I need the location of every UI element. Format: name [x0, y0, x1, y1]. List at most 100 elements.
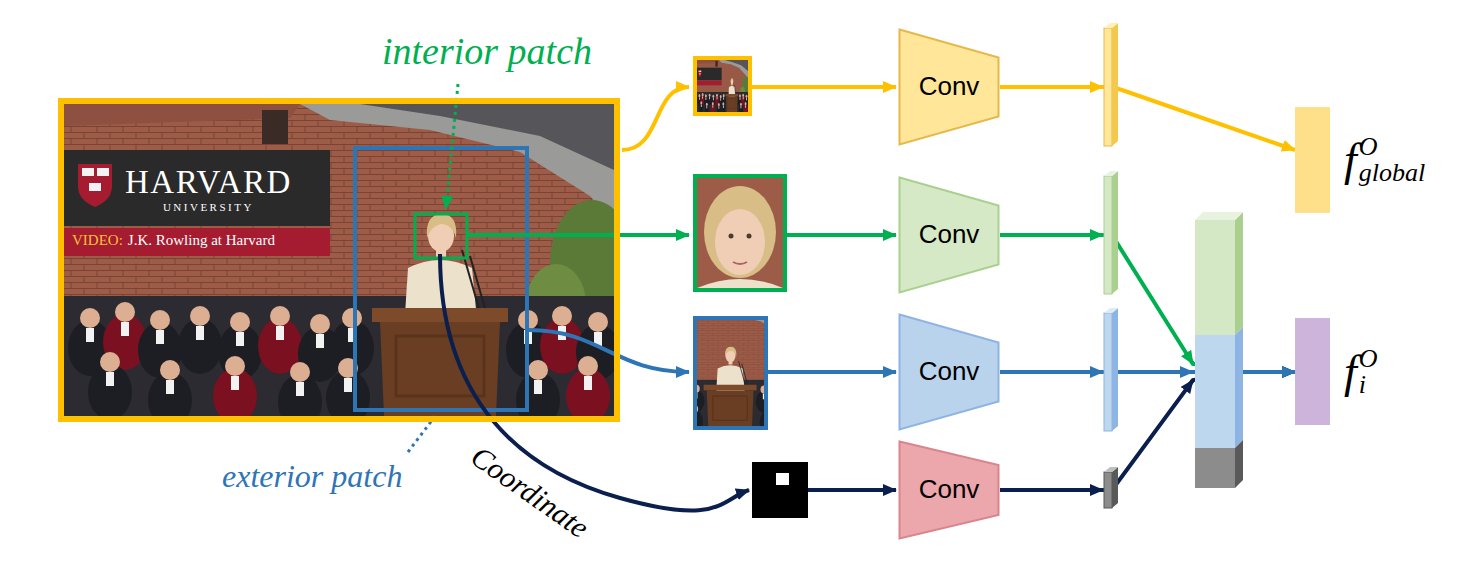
- photo-frame: HARVARDUNIVERSITY VIDEO: J.K. Rowling at H…: [58, 98, 620, 422]
- feature-vector: [1104, 176, 1112, 294]
- face: [715, 209, 765, 275]
- math-label: fOi: [1344, 346, 1378, 398]
- arrow-head: [1090, 488, 1103, 492]
- video-tag: VIDEO:: [72, 232, 123, 249]
- math-scripts: Oglobal: [1359, 134, 1425, 186]
- feature-vector: [1104, 313, 1112, 431]
- global-feature: fOglobal: [1295, 107, 1425, 213]
- exterior-thumbnail: [697, 320, 764, 426]
- feature-vector: [1104, 308, 1118, 431]
- flow-arrow: [1000, 235, 1295, 372]
- connectors: [1000, 87, 1295, 490]
- conv-block: Conv: [898, 440, 1000, 540]
- flow-arrow: [468, 233, 689, 237]
- math-subscript: i: [1359, 372, 1378, 398]
- math-symbol: f: [1344, 349, 1357, 395]
- global-thumbnail: [697, 60, 748, 112]
- feature-vector: [1104, 23, 1118, 28]
- arrow-head: [1181, 370, 1193, 374]
- feature-vector: [1295, 107, 1330, 213]
- math-superscript: O: [1359, 134, 1425, 160]
- conv-block: Conv: [898, 176, 1000, 294]
- feature-vector: [1112, 23, 1118, 146]
- math-symbol: f: [1344, 137, 1357, 183]
- coordinate-label: Coordinate: [465, 439, 596, 545]
- thumbnail-frame: [695, 58, 750, 114]
- conv-shape: [900, 30, 999, 145]
- interior-thumbnail: [697, 178, 783, 288]
- flow-arrow: [768, 370, 896, 374]
- feature-vector: [1112, 467, 1118, 508]
- shirt: [697, 279, 783, 288]
- exterior-thumbnail: [697, 320, 764, 426]
- interior-patch-box: [415, 214, 467, 258]
- video-title: J.K. Rowling at Harvard: [128, 232, 275, 249]
- thumbnail-frame: [695, 176, 785, 290]
- coordinate-mask: [752, 462, 808, 518]
- arrow-head: [1090, 370, 1103, 374]
- math-label: fOglobal: [1344, 134, 1425, 186]
- math-subscript: global: [1359, 160, 1425, 186]
- feature-vector: [1295, 318, 1330, 425]
- concatenated-feature: [1195, 212, 1243, 488]
- arrow-head: [1090, 233, 1103, 237]
- concatenated-feature: [1195, 448, 1235, 488]
- feature-vector: [1104, 308, 1118, 313]
- photo: [64, 104, 614, 416]
- patch-label: exterior patch: [222, 458, 402, 495]
- conv-shape: [900, 315, 999, 430]
- conv-label: Conv: [919, 357, 980, 387]
- feature-vector: [1104, 28, 1112, 146]
- thumbnail-frame: [695, 318, 766, 428]
- conv-label: Conv: [919, 220, 980, 250]
- patch-label: interior patch: [382, 30, 592, 74]
- arrow-head: [1187, 354, 1193, 364]
- flow-arrow: [622, 87, 689, 150]
- feature-vector: [1112, 171, 1118, 294]
- flow-arrow: [752, 85, 896, 89]
- eye: [747, 234, 752, 239]
- feature-vector: [1104, 171, 1118, 294]
- conv-label: Conv: [919, 475, 980, 505]
- arrow-head: [1090, 85, 1103, 89]
- flow-arrow: [1000, 87, 1295, 150]
- flow-arrow: [1000, 370, 1295, 374]
- photo: [64, 104, 614, 416]
- face-hair: [704, 186, 776, 278]
- math-superscript: O: [1359, 346, 1378, 372]
- flow-arrow: [1000, 372, 1295, 490]
- conv-block: Conv: [898, 313, 1000, 431]
- patch-feature: fOi: [1295, 318, 1378, 425]
- thumbnail-ground: [697, 178, 783, 288]
- conv-block: Conv: [898, 28, 1000, 146]
- concatenated-feature: [1195, 212, 1243, 220]
- feature-vector: [1104, 472, 1112, 508]
- feature-vector: [1104, 467, 1118, 508]
- global-thumbnail: [697, 60, 748, 112]
- feature-vector: [1104, 171, 1118, 176]
- flow-arrow: [787, 233, 896, 237]
- banner-subtitle: UNIVERSITY: [163, 201, 254, 214]
- math-scripts: Oi: [1359, 346, 1378, 398]
- conv-shape: [900, 442, 999, 539]
- feature-vector: [1104, 467, 1118, 472]
- feature-vector: [1112, 308, 1118, 431]
- concatenated-feature: [1235, 440, 1243, 488]
- flow-arrow: [808, 488, 896, 492]
- flow-arrow: [529, 330, 689, 372]
- eye: [729, 234, 734, 239]
- concatenated-feature: [1195, 220, 1235, 335]
- mouth: [733, 262, 747, 264]
- arrow-head: [1186, 380, 1193, 390]
- mask-dot: [776, 473, 789, 485]
- conv-label: Conv: [919, 72, 980, 102]
- conv-shape: [900, 178, 999, 293]
- concatenated-feature: [1235, 327, 1243, 448]
- banner-title: HARVARD: [125, 164, 292, 202]
- concatenated-feature: [1235, 212, 1243, 335]
- concatenated-feature: [1195, 335, 1235, 448]
